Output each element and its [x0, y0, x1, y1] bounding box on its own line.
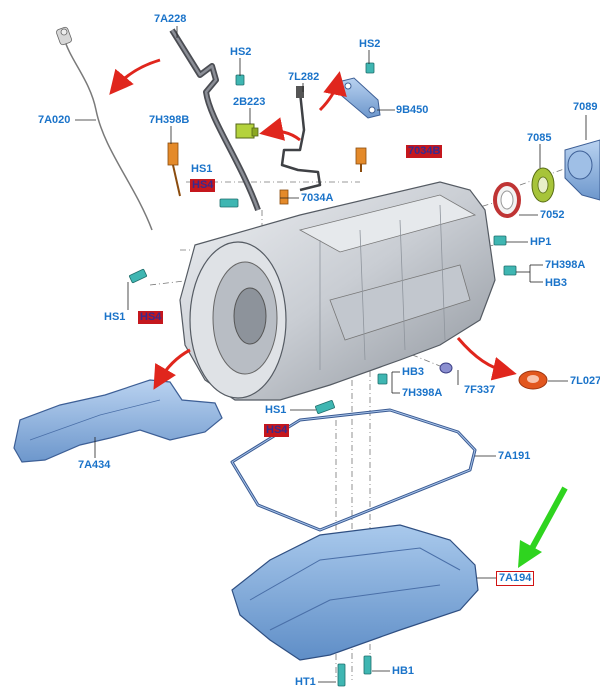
seal-7L027	[518, 370, 548, 390]
washer-7F337	[439, 362, 453, 374]
callout-7A191: 7A191	[498, 450, 531, 462]
callout-hs1-lower: HS1	[265, 404, 287, 416]
callout-7H398A-right: 7H398A	[545, 259, 586, 271]
callout-hp1: HP1	[530, 236, 552, 248]
callout-7L027: 7L027	[570, 375, 600, 387]
part-7089	[564, 139, 600, 201]
red-arrows	[109, 58, 517, 390]
heat-shield-7A434	[13, 379, 223, 463]
callout-hs2-upper-left: HS2	[230, 46, 252, 58]
green-pointer-arrow	[518, 486, 568, 568]
callout-hb1: HB1	[392, 665, 415, 677]
redacted-callout-1: HS4	[190, 179, 216, 192]
sensor-7034	[279, 147, 367, 205]
callout-7A020: 7A020	[38, 114, 71, 126]
sensor-7H398B	[167, 142, 181, 197]
callout-7H398B: 7H398B	[149, 114, 190, 126]
callout-hb3-lower: HB3	[402, 366, 425, 378]
dipstick-7A020	[56, 26, 153, 231]
highlighted-callout-7A194[interactable]: 7A194	[496, 571, 535, 586]
redacted-callout-3: HS4	[138, 311, 164, 324]
callout-7A434: 7A434	[78, 459, 111, 471]
tube-7A228	[169, 28, 261, 212]
redacted-callout-4: HS4	[264, 424, 290, 437]
part-7085	[531, 167, 555, 203]
bolts	[128, 62, 517, 687]
callout-7052: 7052	[540, 209, 565, 221]
callout-hs1-left: HS1	[104, 311, 126, 323]
sensor-2B223	[235, 123, 259, 139]
callout-9B450: 9B450	[396, 104, 429, 116]
callout-hs1-upper: HS1	[191, 163, 213, 175]
callout-hb3-right: HB3	[545, 277, 568, 289]
callout-2B223: 2B223	[233, 96, 266, 108]
cable-7L282	[280, 86, 322, 192]
bracket-9B450	[337, 77, 381, 119]
callout-7F337: 7F337	[464, 384, 496, 396]
gasket-7A191	[230, 408, 477, 532]
oil-pan-7A194	[231, 524, 479, 661]
seal-7052	[493, 182, 521, 218]
callout-7L282: 7L282	[288, 71, 320, 83]
callout-7089: 7089	[573, 101, 598, 113]
callout-7034A: 7034A	[301, 192, 334, 204]
leader-lines	[75, 26, 587, 683]
callout-ht1: HT1	[295, 676, 316, 688]
callout-hs2-upper-right: HS2	[359, 38, 381, 50]
callout-7A228: 7A228	[154, 13, 187, 25]
transmission-housing	[179, 181, 496, 401]
callout-7085: 7085	[527, 132, 552, 144]
callout-7H398A-lower: 7H398A	[402, 387, 443, 399]
redacted-callout-2: 7034B	[406, 145, 443, 158]
